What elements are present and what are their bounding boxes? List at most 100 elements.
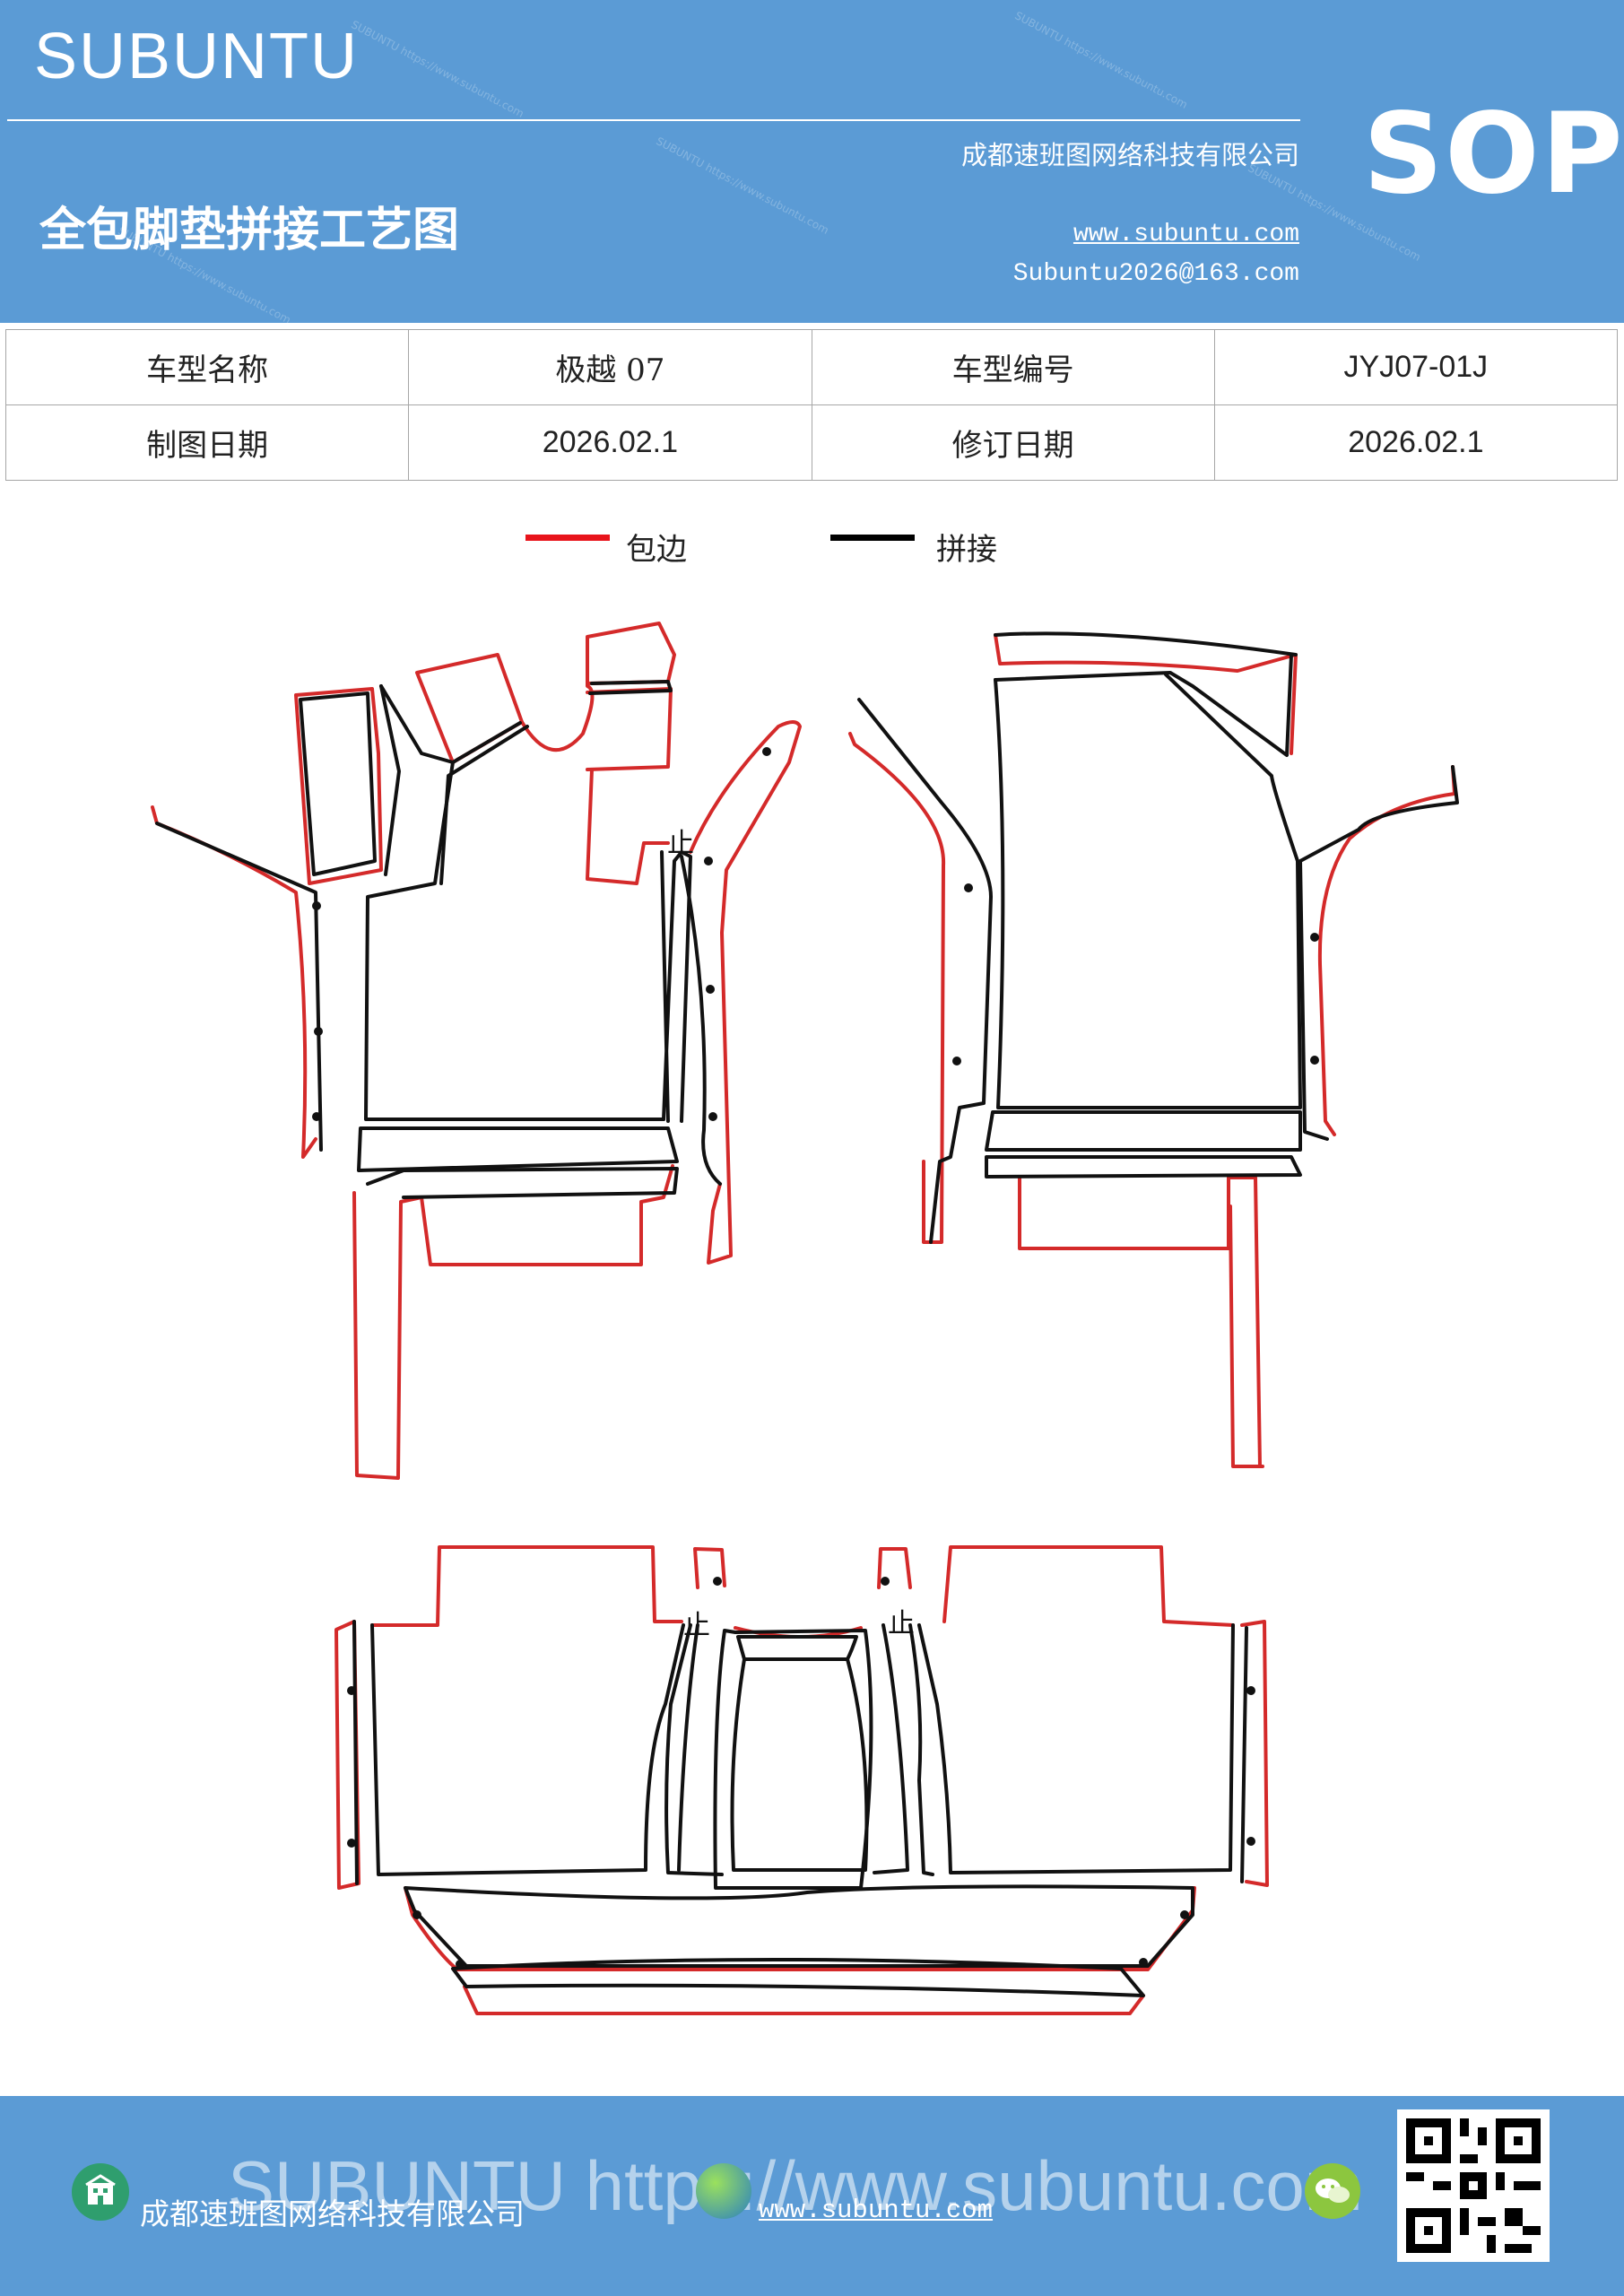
email-address: Subuntu2026@163.com [1012, 260, 1299, 288]
stitch-dot [1310, 1056, 1319, 1065]
stitch-dot [413, 1910, 421, 1919]
label-revision-date: 修订日期 [811, 404, 1215, 481]
seam-line [1298, 765, 1459, 1141]
edge-line [693, 1547, 726, 1589]
left-front-mat [151, 622, 802, 1480]
label-model-name: 车型名称 [4, 329, 410, 405]
edge-line [848, 732, 946, 1244]
edge-line [352, 1164, 674, 1480]
qr-code[interactable] [1397, 2109, 1550, 2262]
seam-line [736, 1635, 858, 1661]
seam-line [917, 1623, 1235, 1874]
seam-line [873, 1623, 909, 1874]
legend-edge-swatch [525, 535, 610, 541]
edge-line [994, 633, 1298, 755]
stitch-dot [708, 1112, 717, 1121]
seam-line [364, 761, 665, 1121]
edge-line [370, 1545, 683, 1627]
edge-line [689, 720, 802, 1265]
company-name: 成都速班图网络科技有限公司 [960, 140, 1299, 170]
seam-line [994, 631, 1298, 657]
edge-line [463, 1985, 1145, 2015]
seam-line [352, 1620, 359, 1885]
seam-line [451, 1958, 1145, 1997]
seam-line [985, 1155, 1302, 1178]
edge-line [586, 687, 673, 771]
edge-line [151, 805, 317, 1159]
footer-watermark: SUBUNTU https://www.subuntu.com [228, 2146, 1363, 2225]
website-link[interactable]: www.subuntu.com [1073, 221, 1299, 248]
building-icon [72, 2163, 129, 2221]
value-draw-date: 2026.02.1 [408, 404, 812, 481]
edge-line [1317, 765, 1456, 1136]
edge-line [1018, 1175, 1264, 1468]
stitch-dot [1180, 1910, 1189, 1919]
seam-line [664, 1623, 724, 1876]
seam-line [155, 822, 323, 1152]
legend-seam-swatch [830, 535, 915, 541]
seam-line [299, 691, 377, 876]
stitch-dot [704, 857, 713, 865]
header-divider [7, 119, 1300, 121]
seam-line [357, 1126, 679, 1172]
edge-line [404, 1886, 1196, 1971]
seam-line [713, 1629, 873, 1890]
brand-logo-text: SUBUNTU [34, 21, 360, 92]
seam-line [379, 684, 522, 764]
rear-mat [334, 1545, 1269, 2015]
seam-line [677, 1623, 699, 1872]
stitch-dot [1246, 1837, 1255, 1846]
stitch-dot [964, 883, 973, 892]
table-row: 制图日期 2026.02.1 修订日期 2026.02.1 [4, 404, 1619, 481]
page-title: 全包脚垫拼接工艺图 [39, 203, 460, 257]
stitch-dot [1310, 933, 1319, 942]
edge-line [877, 1547, 912, 1589]
legend-edge-label: 包边 [626, 532, 687, 568]
wechat-icon [1305, 2163, 1360, 2219]
stitch-dot [881, 1577, 890, 1586]
vehicle-info-table: 车型名称 极越 07 车型编号 JYJ07-01J 制图日期 2026.02.1… [4, 329, 1619, 481]
stitch-dot [952, 1057, 961, 1065]
stop-mark: 止 [888, 1608, 915, 1639]
stop-mark: 止 [683, 1610, 710, 1641]
edge-line [415, 653, 524, 764]
stitch-dot [347, 1839, 356, 1848]
edge-line [942, 1545, 1235, 1627]
header-banner: SUBUNTU https://www.subuntu.com SUBUNTU … [0, 0, 1624, 326]
seam-line [588, 680, 673, 695]
edge-line [1240, 1620, 1269, 1887]
footer-website-link[interactable]: www.subuntu.com [759, 2196, 994, 2225]
edge-line [586, 622, 676, 685]
stitch-dot [762, 747, 771, 756]
seam-line [985, 1110, 1302, 1152]
stitch-dot [1246, 1686, 1255, 1695]
seam-line [908, 1623, 934, 1876]
stitch-dot [1139, 1958, 1148, 1967]
sop-badge: SOP [1363, 90, 1624, 219]
stitch-dot [347, 1686, 356, 1695]
right-front-mat [848, 631, 1459, 1468]
edge-line [294, 687, 383, 885]
seam-line [680, 855, 722, 1186]
seam-line [660, 850, 692, 1123]
seam-line [404, 1884, 1194, 1968]
seam-line [439, 725, 529, 885]
footer-company: 成都速班图网络科技有限公司 [140, 2196, 525, 2231]
seam-line [370, 1623, 685, 1876]
edge-line [586, 768, 670, 885]
stitch-dot [706, 985, 715, 994]
table-row: 车型名称 极越 07 车型编号 JYJ07-01J [4, 329, 1619, 405]
stitch-dot [314, 1027, 323, 1036]
globe-icon [696, 2163, 751, 2219]
seam-line [994, 653, 1293, 757]
stop-mark: 止 [667, 828, 694, 859]
seam-line [857, 698, 993, 1244]
value-model-code: JYJ07-01J [1213, 329, 1619, 405]
stitch-dot [713, 1577, 722, 1586]
label-draw-date: 制图日期 [4, 404, 410, 481]
stitch-dot [456, 1960, 465, 1969]
value-model-name: 极越 07 [408, 329, 812, 405]
stitch-dot [312, 901, 321, 910]
seam-line [730, 1657, 869, 1872]
